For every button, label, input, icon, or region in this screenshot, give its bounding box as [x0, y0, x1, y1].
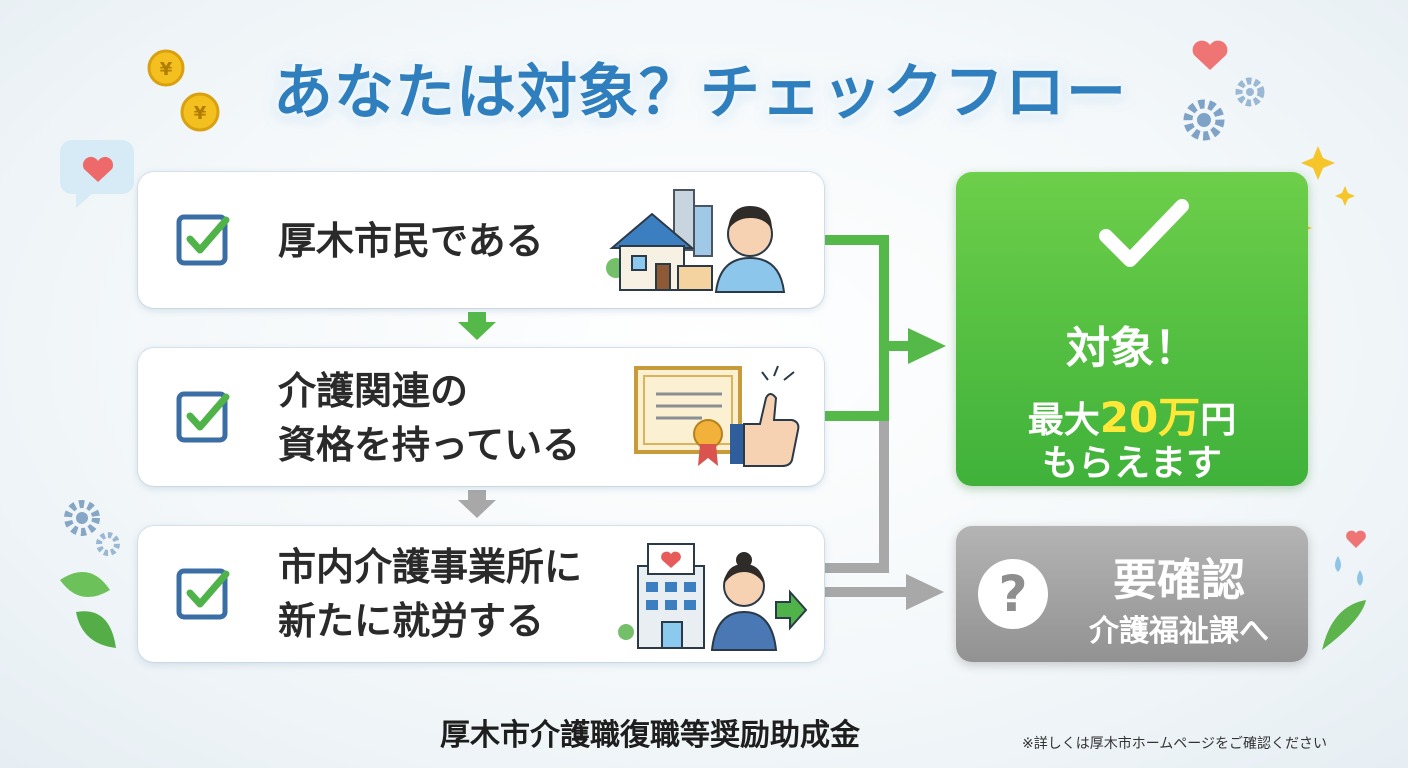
step-label: 市内介護事業所に 新たに就労する — [278, 545, 583, 643]
facility-worker-illustration — [618, 543, 808, 651]
heart-bubble-icon — [60, 140, 134, 208]
connector-to-green — [824, 235, 912, 421]
droplet-icon — [1335, 556, 1363, 586]
amount-value: 20万 — [1099, 393, 1201, 442]
gear-icon — [1235, 77, 1265, 107]
result-eligible-subtext: もらえます — [1041, 443, 1222, 484]
check-icon — [1099, 199, 1189, 267]
checkbox-checked-icon — [176, 568, 230, 620]
coin-icon: ¥ — [147, 49, 185, 87]
certificate-thumbsup-illustration — [634, 365, 800, 467]
amount-prefix: 最大 — [1027, 400, 1100, 441]
result-confirm-subtext: 介護福祉課へ — [1089, 614, 1269, 649]
arrow-right-gray-icon — [906, 574, 944, 610]
amount-suffix: 円 — [1200, 400, 1237, 441]
result-confirm-heading: 要確認 — [1113, 555, 1245, 606]
leaf-icon — [1322, 600, 1366, 650]
coin-icon: ¥ — [180, 92, 220, 132]
result-eligible-amount-line: 最大20万円 — [956, 384, 1308, 445]
result-eligible-heading: 対象！ — [1066, 323, 1198, 374]
checkbox-checked-icon — [176, 391, 230, 443]
svg-text:¥: ¥ — [194, 103, 207, 124]
house-person-illustration — [606, 189, 786, 293]
step-card-employment: 市内介護事業所に 新たに就労する — [138, 526, 824, 662]
step-label: 厚木市民である — [278, 219, 544, 263]
connector-to-gray — [824, 416, 910, 597]
result-eligible-card: 対象！ 最大20万円 もらえます — [956, 172, 1308, 486]
gear-icon — [1183, 99, 1225, 141]
footer-note: ※詳しくは厚木市ホームページをご確認ください — [1022, 736, 1328, 752]
gear-icon — [64, 500, 100, 536]
heart-icon — [1192, 40, 1228, 70]
question-icon: ? — [978, 559, 1048, 629]
step-card-resident: 厚木市民である — [138, 172, 824, 308]
checkbox-checked-icon — [176, 214, 230, 266]
down-arrow-icon — [458, 490, 496, 518]
svg-text:¥: ¥ — [160, 59, 173, 80]
down-arrow-icon — [458, 312, 496, 340]
leaf-icon — [60, 572, 116, 648]
heart-icon — [1346, 530, 1366, 548]
result-confirm-card: ? 要確認 介護福祉課へ — [956, 526, 1308, 662]
program-name: 厚木市介護職復職等奨励助成金 — [440, 718, 860, 753]
arrow-right-green-icon — [908, 328, 946, 364]
page-title: あなたは対象？チェックフロー — [273, 58, 1127, 128]
step-card-qualification: 介護関連の 資格を持っている — [138, 348, 824, 486]
gear-icon — [96, 532, 120, 556]
step-label: 介護関連の 資格を持っている — [278, 369, 581, 467]
